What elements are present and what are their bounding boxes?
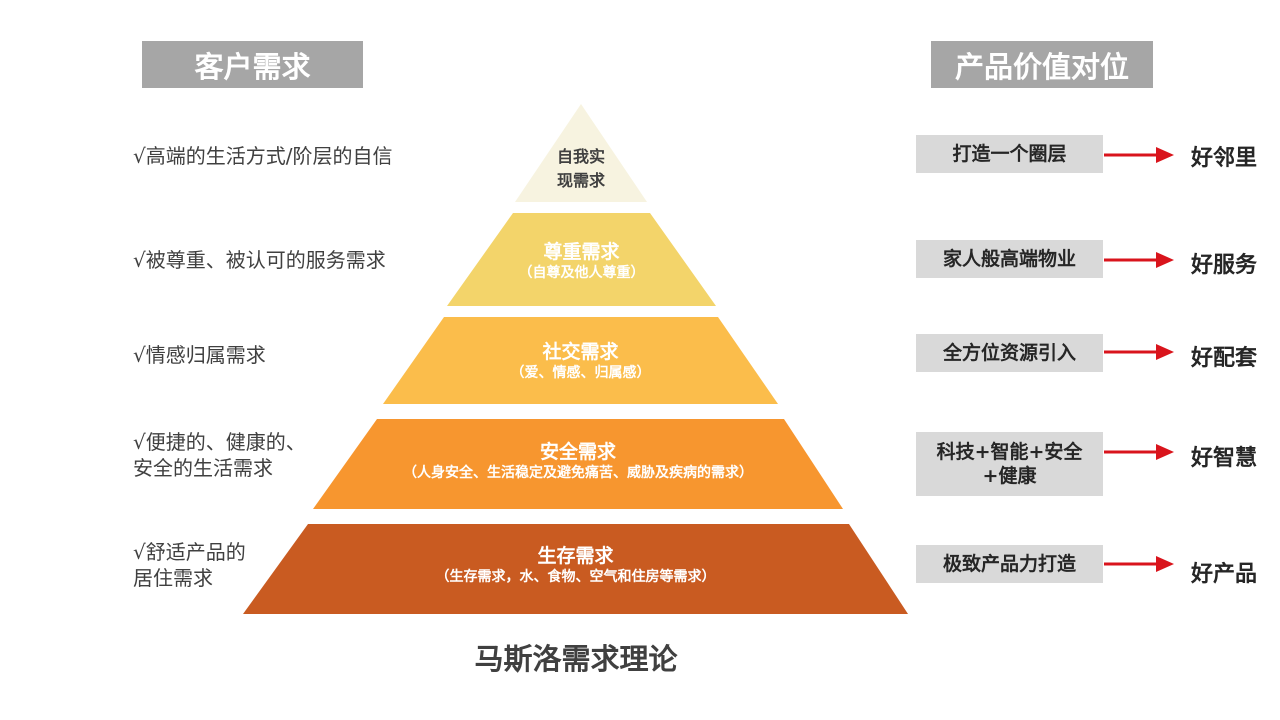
- tier-esteem-shape: [447, 213, 716, 306]
- tier-name: 自我实 现需求: [556, 147, 605, 190]
- value-property-service: 家人般高端物业: [916, 240, 1103, 278]
- tier-physiological-label: 生存需求 （生存需求，水、食物、空气和住房等需求）: [243, 545, 908, 587]
- tier-physiological-shape: [243, 524, 908, 614]
- need-safety: √便捷的、健康的、 安全的生活需求: [133, 430, 306, 480]
- arrow-right-icon: [1104, 344, 1174, 360]
- tier-safety-shape: [313, 419, 843, 509]
- tier-esteem-label: 尊重需求 （自尊及他人尊重）: [447, 241, 716, 283]
- tier-name: 社交需求: [542, 341, 619, 363]
- tier-subtitle: （人身安全、生活稳定及避免痛苦、威胁及疾病的需求）: [403, 465, 753, 481]
- tier-social-shape: [383, 317, 778, 404]
- need-physiological: √舒适产品的 居住需求: [133, 540, 246, 590]
- arrow-right-icon: [1104, 444, 1174, 460]
- result-good-neighbors: 好邻里: [1191, 146, 1258, 171]
- tier-name: 安全需求: [539, 441, 616, 463]
- tier-social-label: 社交需求 （爱、情感、归属感）: [383, 341, 778, 383]
- arrow-right-icon: [1104, 147, 1174, 163]
- need-self-actualization: √高端的生活方式/阶层的自信: [133, 144, 393, 168]
- value-product-power: 极致产品力打造: [916, 545, 1103, 583]
- tier-subtitle: （自尊及他人尊重）: [518, 265, 645, 281]
- result-good-facilities: 好配套: [1191, 346, 1258, 371]
- result-good-service: 好服务: [1191, 253, 1258, 278]
- result-good-smart: 好智慧: [1191, 446, 1258, 471]
- value-resource-intro: 全方位资源引入: [916, 334, 1103, 372]
- diagram-caption: 马斯洛需求理论: [474, 642, 678, 676]
- tier-subtitle: （生存需求，水、食物、空气和住房等需求）: [435, 569, 716, 585]
- customer-needs-header: 客户需求: [142, 41, 363, 88]
- tier-self-actualization-shape: [515, 104, 647, 202]
- tier-name: 生存需求: [537, 545, 614, 567]
- need-esteem: √被尊重、被认可的服务需求: [133, 248, 386, 272]
- arrow-right-icon: [1104, 252, 1174, 268]
- product-value-header: 产品价值对位: [931, 41, 1153, 88]
- need-social: √情感归属需求: [133, 343, 266, 367]
- result-good-product: 好产品: [1191, 562, 1258, 587]
- tier-self-actualization-label: 自我实 现需求: [531, 145, 631, 193]
- tier-safety-label: 安全需求 （人身安全、生活稳定及避免痛苦、威胁及疾病的需求）: [313, 441, 843, 483]
- value-tech-smart: 科技+智能+安全 +健康: [916, 432, 1103, 496]
- tier-subtitle: （爱、情感、归属感）: [510, 365, 651, 381]
- arrow-right-icon: [1104, 556, 1174, 572]
- value-circle-building: 打造一个圈层: [916, 135, 1103, 173]
- tier-name: 尊重需求: [543, 241, 620, 263]
